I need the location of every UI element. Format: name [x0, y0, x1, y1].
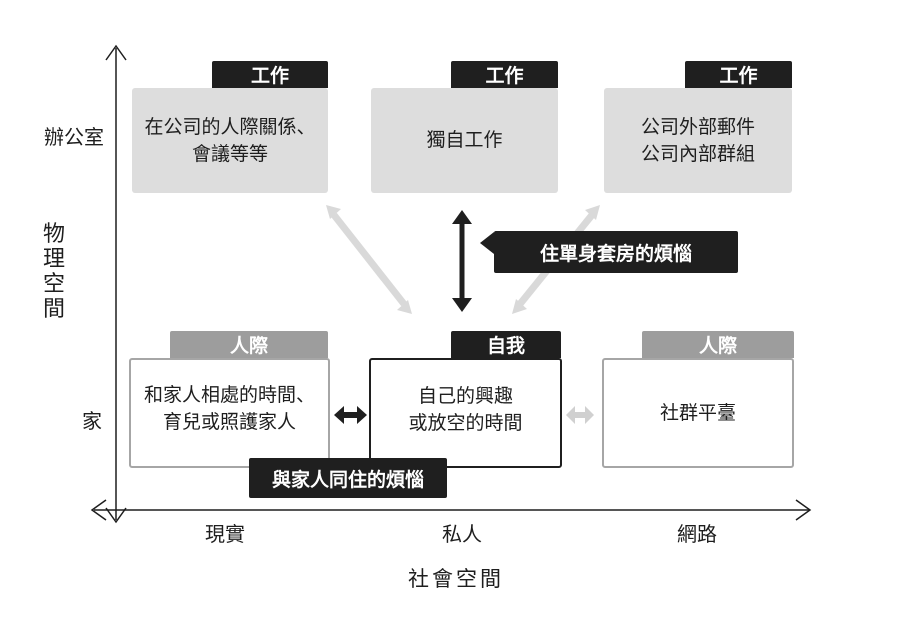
- box-home-private-line1: 自己的興趣: [417, 385, 513, 407]
- vertical-double-arrow: [452, 210, 472, 312]
- box-home-real-line2: 育兒或照護家人: [162, 411, 296, 433]
- box-office-online-line1: 公司外部郵件: [640, 115, 755, 138]
- callout-studio: 住單身套房的煩惱: [494, 231, 738, 273]
- tab-work-real: 工作: [212, 61, 328, 88]
- horizontal-double-arrow-dark: [334, 406, 367, 424]
- box-home-private: 自己的興趣 或放空的時間: [369, 358, 562, 468]
- box-home-private-line2: 或放空的時間: [408, 412, 523, 434]
- y-label-home: 家: [82, 409, 102, 433]
- box-office-private: 獨自工作: [371, 88, 558, 193]
- y-axis: [105, 44, 127, 524]
- x-axis-title: 社會空間: [408, 567, 504, 591]
- tab-self-private: 自我: [451, 331, 561, 358]
- box-office-real: 在公司的人際關係、 會議等等: [132, 88, 328, 193]
- y-axis-title: 物理空間: [42, 222, 65, 322]
- tab-work-online: 工作: [685, 61, 792, 88]
- tab-relations-real: 人際: [170, 331, 328, 358]
- box-home-real-line1: 和家人相處的時間、: [143, 384, 315, 406]
- tab-work-private: 工作: [451, 61, 558, 88]
- box-home-online-line1: 社群平臺: [659, 401, 736, 424]
- box-office-real-line2: 會議等等: [191, 142, 268, 165]
- x-axis: [90, 499, 812, 521]
- box-office-real-line1: 在公司的人際關係、: [144, 115, 316, 138]
- box-home-online: 社群平臺: [602, 358, 794, 468]
- tab-relations-online: 人際: [642, 331, 794, 358]
- box-office-private-line1: 獨自工作: [426, 129, 503, 151]
- box-home-real: 和家人相處的時間、 育兒或照護家人: [129, 358, 330, 468]
- diagonal-arrow-left: [326, 205, 412, 314]
- callout-family: 與家人同住的煩惱: [249, 458, 447, 498]
- y-label-office: 辦公室: [44, 125, 104, 149]
- x-label-online: 網路: [677, 522, 717, 546]
- x-label-private: 私人: [442, 522, 482, 546]
- horizontal-double-arrow-light: [566, 406, 594, 424]
- x-label-real: 現實: [205, 522, 245, 546]
- callout-studio-pointer: [480, 232, 494, 254]
- box-office-online: 公司外部郵件 公司內部群組: [604, 88, 792, 193]
- box-office-online-line2: 公司內部群組: [640, 142, 755, 165]
